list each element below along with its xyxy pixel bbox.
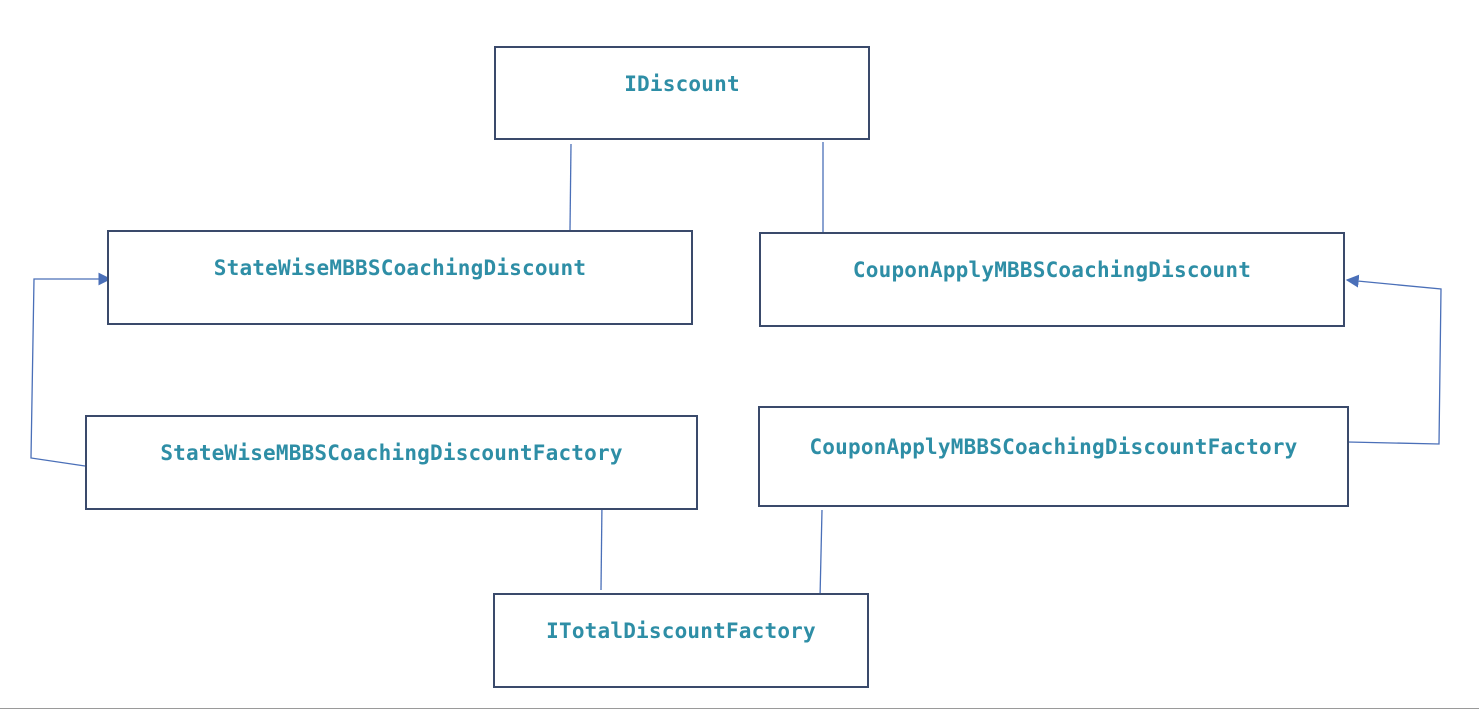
- coupon-discount-box: CouponApplyMBBSCoachingDiscount: [759, 232, 1345, 327]
- coupon-factory-label: CouponApplyMBBSCoachingDiscountFactory: [809, 435, 1298, 459]
- bottom-divider: [0, 708, 1479, 709]
- idiscount-label: IDiscount: [624, 72, 740, 96]
- connector-idiscount-to-statewise: [569, 143, 572, 231]
- coupon-factory-box: CouponApplyMBBSCoachingDiscountFactory: [758, 406, 1349, 507]
- statewise-factory-label: StateWiseMBBSCoachingDiscountFactory: [160, 441, 623, 465]
- total-factory-box: ITotalDiscountFactory: [493, 593, 869, 688]
- statewise-factory-box: StateWiseMBBSCoachingDiscountFactory: [85, 415, 698, 510]
- arrow-coupon-factory-to-discount: [1345, 274, 1442, 445]
- coupon-discount-label: CouponApplyMBBSCoachingDiscount: [852, 258, 1252, 282]
- connector-statewise-factory-to-total: [600, 501, 603, 591]
- connector-coupon-factory-to-total: [819, 509, 823, 599]
- idiscount-box: IDiscount: [494, 46, 870, 140]
- statewise-discount-box: StateWiseMBBSCoachingDiscount: [107, 230, 693, 325]
- total-factory-label: ITotalDiscountFactory: [546, 619, 816, 643]
- statewise-discount-label: StateWiseMBBSCoachingDiscount: [213, 256, 587, 280]
